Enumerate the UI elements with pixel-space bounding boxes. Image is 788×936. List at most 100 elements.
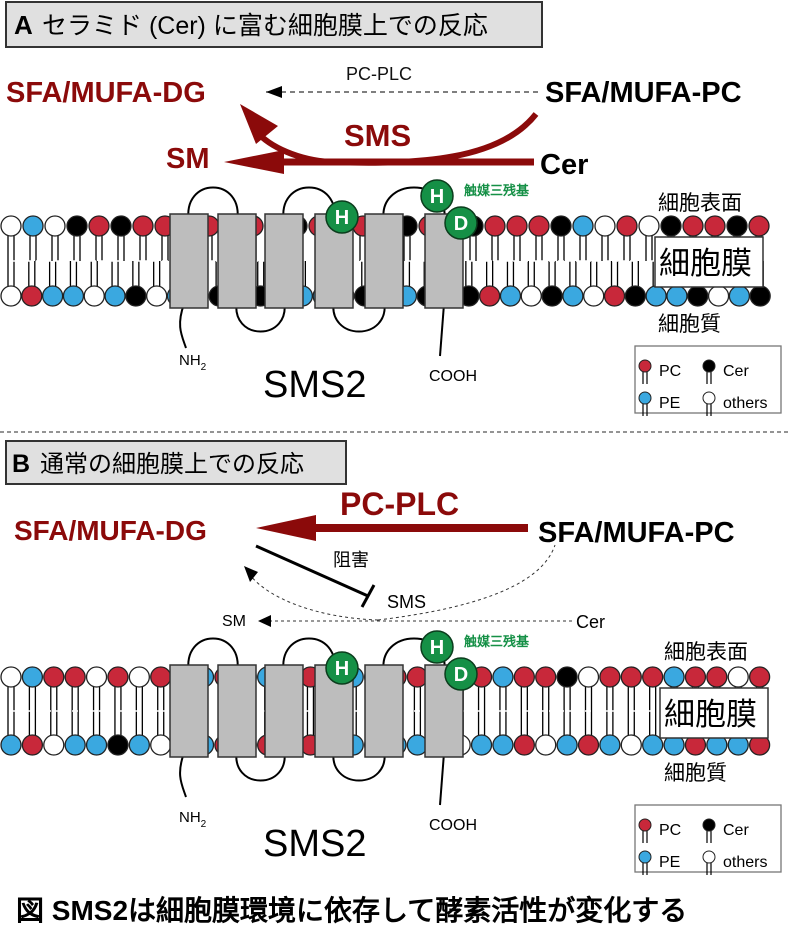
pc-lipid (513, 711, 535, 756)
pe-lipid (64, 711, 86, 756)
pc-lipid (64, 666, 86, 711)
pe-lipid-icon (638, 850, 652, 864)
protein-label-b: SMS2 (263, 823, 366, 865)
svg-text:H: H (430, 637, 444, 659)
histidine-residue: H (420, 179, 454, 213)
cytoplasm-label-b: 細胞質 (664, 762, 727, 785)
pc-lipid (43, 666, 65, 711)
legend-label: PE (659, 395, 680, 412)
other-lipid (83, 261, 105, 307)
pc-lipid (528, 215, 550, 261)
pc-lipid (132, 215, 154, 261)
membrane-label-b: 細胞膜 (664, 697, 757, 732)
legend-item-pe: PE (638, 850, 680, 875)
sms-dashed-path-from-pc (377, 544, 556, 621)
membrane-label-box-b (659, 687, 769, 739)
extracellular-loop (187, 186, 239, 223)
nterm-label-a: NH2 (179, 352, 207, 373)
panel-a-header: A セラミド (Cer) に富む細胞膜上での反応 (5, 1, 543, 48)
other-lipid (638, 215, 660, 261)
other-lipid (0, 215, 22, 261)
sm-label-b: SM (222, 613, 246, 630)
pc-lipid-icon (638, 818, 652, 832)
membrane-label-box-a (654, 236, 764, 288)
pc-label-b: SFA/MUFA-PC (538, 517, 735, 549)
other-lipid-icon (702, 850, 716, 864)
catalytic-triad-label: 触媒三残基 (463, 634, 530, 649)
cer-lipid (66, 215, 88, 261)
cer-label-b: Cer (576, 612, 605, 632)
cer-lipid-icon (702, 818, 716, 832)
cer-lipid (556, 666, 578, 711)
pc-lipid (107, 666, 129, 711)
pc-lipid (599, 666, 621, 711)
pe-lipid (128, 711, 150, 756)
pc-lipid (506, 215, 528, 261)
arrowhead-icon (258, 615, 271, 627)
panel-b-header: B 通常の細胞膜上での反応 (5, 440, 347, 485)
pc-lipid (535, 666, 557, 711)
other-lipid-icon (702, 391, 716, 405)
membrane-label-a: 細胞膜 (659, 246, 752, 281)
inhibit-label: 阻害 (333, 550, 369, 570)
pc-lipid (513, 666, 535, 711)
transmembrane-helix (264, 664, 304, 758)
legend-label: PC (659, 363, 681, 380)
other-lipid (577, 666, 600, 711)
other-lipid (594, 215, 616, 261)
other-lipid (620, 711, 642, 756)
other-lipid (146, 261, 168, 307)
pe-lipid (0, 711, 22, 756)
pe-lipid (104, 261, 126, 307)
other-lipid (535, 711, 557, 756)
cer-lipid (624, 261, 646, 307)
histidine-residue: H (420, 630, 454, 664)
panel-b-letter: B (12, 450, 30, 478)
pe-lipid-icon (638, 391, 652, 405)
legend-item-pc: PC (638, 818, 681, 843)
other-lipid (150, 711, 172, 756)
svg-text:H: H (335, 658, 349, 680)
pc-lipid (21, 261, 43, 307)
pe-lipid (22, 215, 44, 261)
pc-lipid (88, 215, 110, 261)
sms-label-b: SMS (387, 592, 426, 612)
pe-lipid (556, 711, 578, 756)
other-lipid (44, 215, 66, 261)
pc-lipid (478, 261, 501, 307)
n-terminus-tail (179, 303, 187, 349)
cytoplasm-label-a: 細胞質 (658, 313, 721, 336)
arrowhead-icon (244, 566, 258, 582)
cer-lipid-icon (702, 359, 716, 373)
panel-b-title: 通常の細胞膜上での反応 (40, 451, 304, 478)
svg-text:D: D (454, 213, 468, 235)
transmembrane-helix (217, 664, 257, 758)
dg-label-b: SFA/MUFA-DG (14, 515, 207, 546)
legend-item-cer: Cer (702, 818, 749, 843)
cer-lipid (541, 261, 563, 307)
transmembrane-helix (364, 664, 404, 758)
pc-lipid (603, 261, 626, 307)
pe-lipid (562, 261, 584, 307)
legend-item-others: others (702, 391, 767, 416)
other-lipid (583, 261, 605, 307)
pc-lipid (616, 215, 638, 261)
inhibit-bar-icon (360, 584, 376, 608)
n-terminus-tail (179, 752, 187, 798)
cterm-label-b: COOH (429, 817, 477, 834)
legend-label: Cer (723, 822, 749, 839)
pe-lipid (492, 711, 514, 756)
pe-lipid (21, 666, 44, 711)
transmembrane-helix (264, 213, 304, 309)
pc-lipid (642, 666, 664, 711)
legend-label: others (723, 395, 767, 412)
aspartate-residue: D (444, 206, 478, 240)
histidine-residue: H (325, 200, 359, 234)
pc-lipid (484, 215, 506, 261)
svg-text:H: H (335, 207, 349, 229)
pe-lipid (41, 261, 64, 307)
